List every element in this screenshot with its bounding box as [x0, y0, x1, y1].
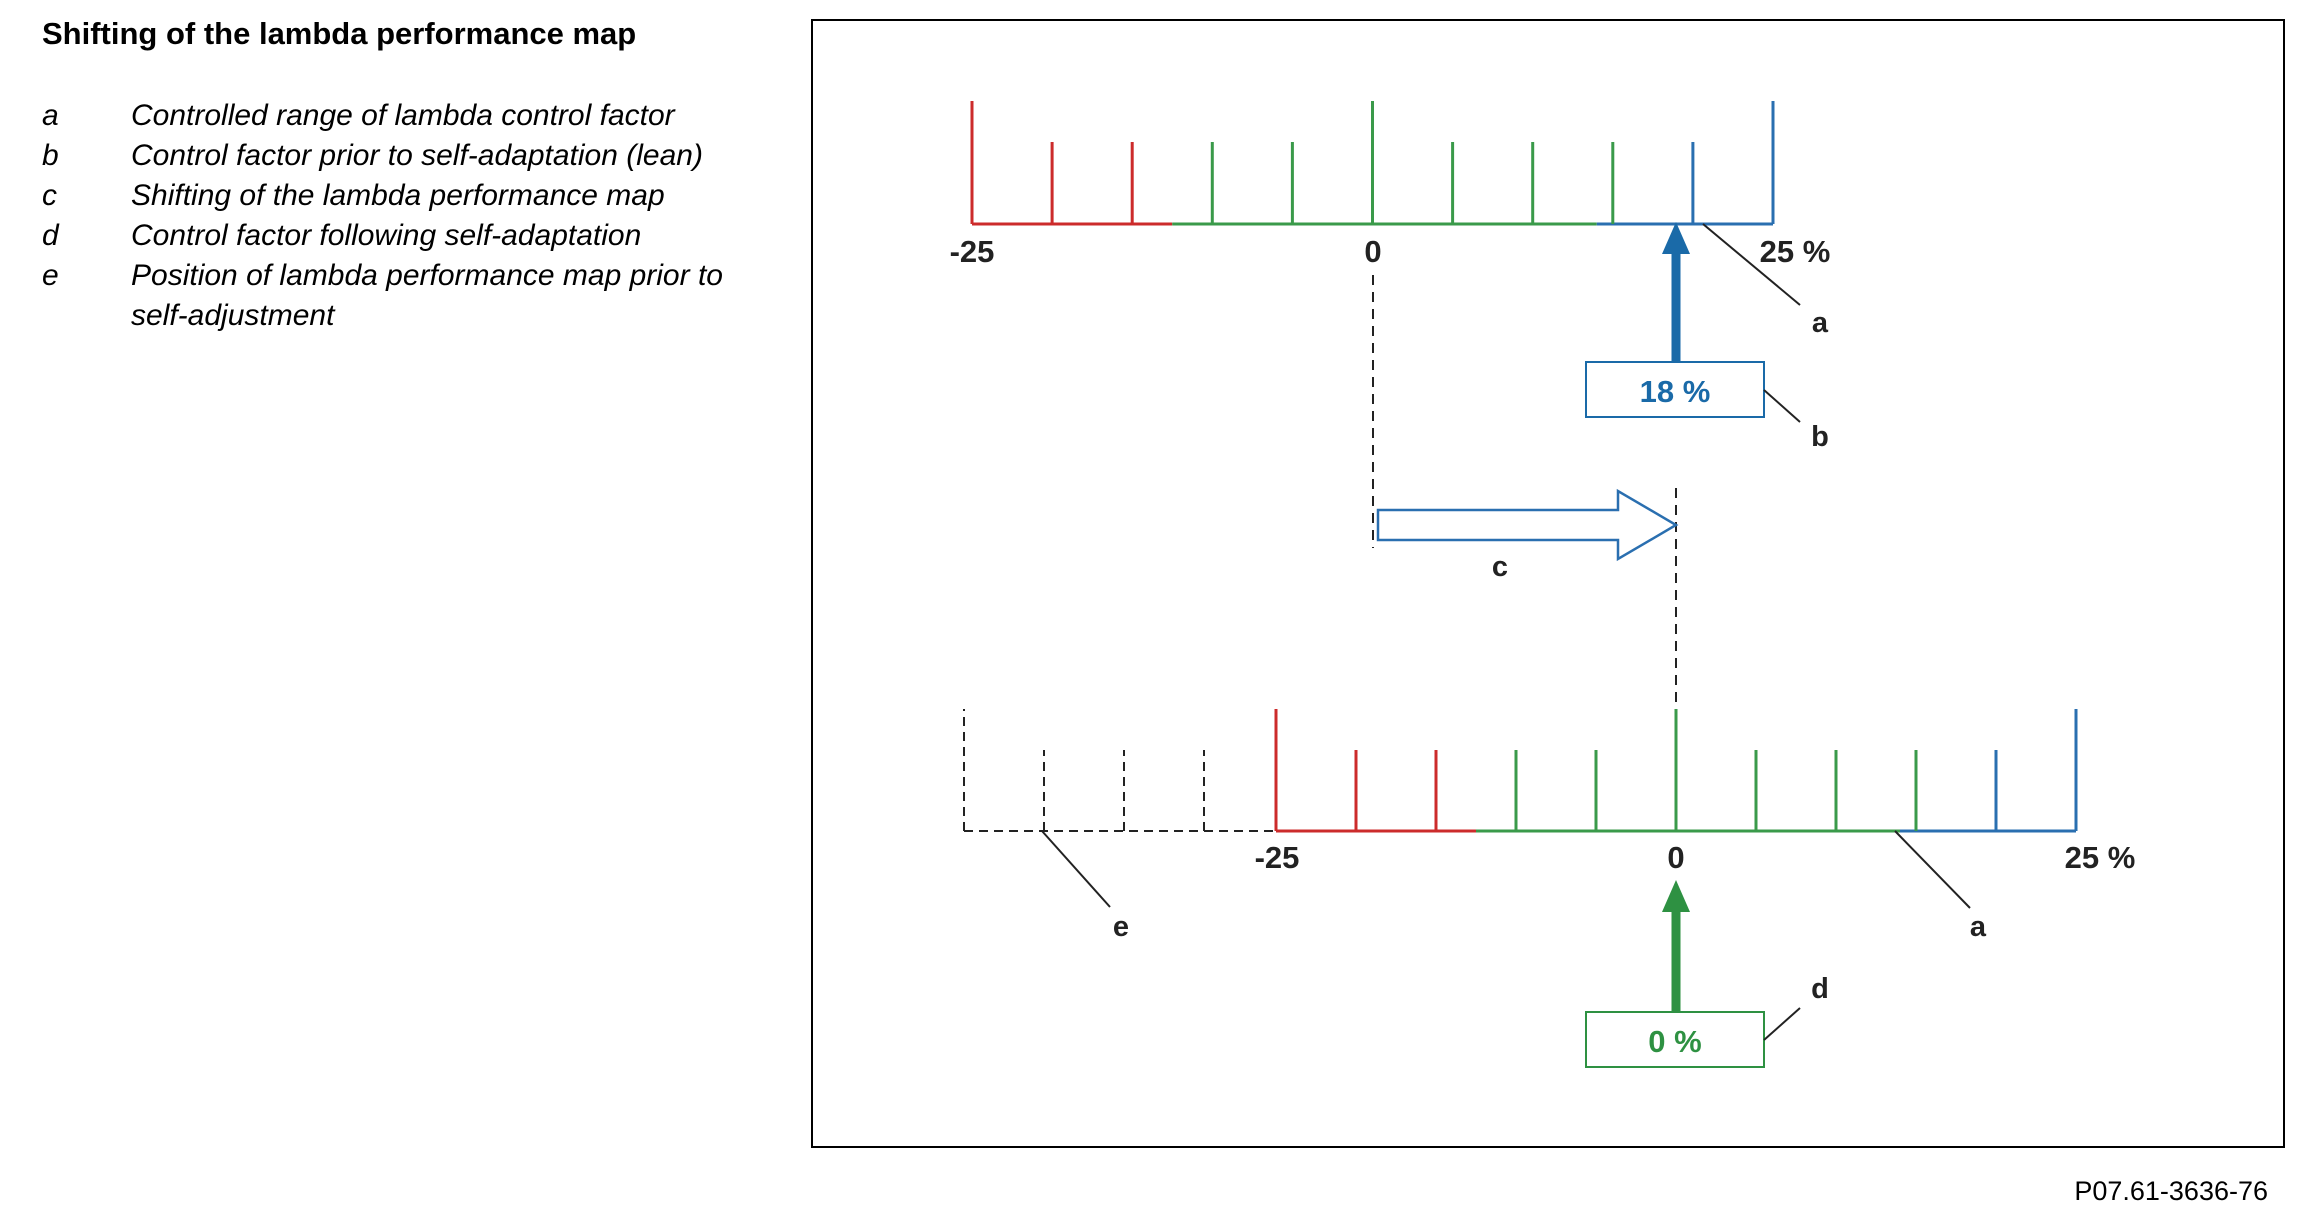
bottom-scale: [963, 709, 2078, 833]
top-scale: [970, 101, 1775, 226]
after-value: 0 %: [1648, 1024, 1701, 1059]
callout-e: e: [1113, 911, 1129, 943]
callout-a-bottom: a: [1970, 911, 1987, 943]
figure-reference: P07.61-3636-76: [2074, 1176, 2268, 1206]
legend-key: a: [42, 99, 59, 132]
legend-text: Control factor following self-adaptation: [131, 219, 642, 252]
callout-b: b: [1811, 421, 1829, 453]
legend-text: Control factor prior to self-adaptation …: [131, 139, 703, 172]
legend-text: Shifting of the lambda performance map: [131, 179, 665, 212]
bottom-scale-max-label: 25 %: [2065, 840, 2136, 875]
diagram-frame: [811, 19, 2285, 1148]
callout-line-a-top: [1702, 223, 1801, 306]
top-scale-zero-label: 0: [1364, 234, 1381, 269]
legend-item-d: d Control factor following self-adaptati…: [42, 216, 742, 256]
legend-item-a: a Controlled range of lambda control fac…: [42, 96, 742, 136]
callout-line-a-bottom: [1894, 830, 1971, 909]
legend: a Controlled range of lambda control fac…: [42, 96, 742, 336]
callout-a-top: a: [1812, 307, 1829, 339]
top-scale-max-label: 25 %: [1760, 234, 1831, 269]
bottom-scale-zero-label: 0: [1667, 840, 1684, 875]
legend-item-b: b Control factor prior to self-adaptatio…: [42, 136, 742, 176]
legend-text: Position of lambda performance map prior…: [131, 259, 723, 332]
legend-key: d: [42, 219, 59, 252]
legend-item-c: c Shifting of the lambda performance map: [42, 176, 742, 216]
callout-c: c: [1492, 551, 1508, 583]
callout-line-e: [1041, 830, 1111, 908]
legend-key: c: [42, 179, 57, 212]
legend-key: b: [42, 139, 59, 172]
before-value: 18 %: [1640, 374, 1711, 409]
after-value-box: [1585, 1011, 1765, 1068]
callout-d: d: [1811, 973, 1829, 1005]
after-arrow-head: [1662, 880, 1690, 912]
bottom-scale-min-label: -25: [1255, 840, 1300, 875]
callout-line-b: [1763, 389, 1801, 423]
top-scale-min-label: -25: [950, 234, 995, 269]
callout-line-d: [1763, 1007, 1801, 1041]
legend-item-e: e Position of lambda performance map pri…: [42, 256, 742, 336]
before-value-box: [1585, 361, 1765, 418]
before-arrow-head: [1662, 222, 1690, 254]
legend-key: e: [42, 259, 59, 292]
shift-arrow: [1376, 488, 1679, 562]
page-title: Shifting of the lambda performance map: [42, 16, 637, 51]
legend-text: Controlled range of lambda control facto…: [131, 99, 675, 132]
